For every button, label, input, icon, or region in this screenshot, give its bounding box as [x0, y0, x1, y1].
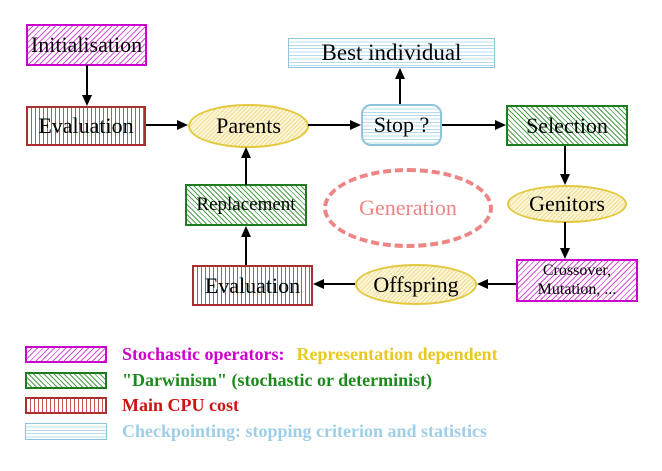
node-parents: Parents [188, 104, 309, 148]
legend-swatch-checkpointing [25, 423, 107, 440]
arrow-evaluation-to-parents [146, 124, 178, 126]
arrow-initialisation-to-evaluation-head [82, 95, 92, 106]
arrow-evaluation-to-parents-head [177, 120, 188, 130]
node-replacement: Replacement [185, 184, 307, 226]
arrow-stop-to-selection-head [495, 120, 506, 130]
node-genitors: Genitors [507, 185, 627, 223]
arrow-selection-to-genitors [564, 146, 566, 175]
arrow-parents-to-stop [308, 124, 350, 126]
arrow-genitors-to-crossover-head [560, 248, 570, 259]
arrow-crossover-to-offspring [488, 283, 516, 285]
legend-row-darwinism: "Darwinism" (stochastic or determinist) [122, 369, 433, 390]
crossover-label-line1: Crossover, [542, 261, 612, 279]
arrow-evaluation-to-replacement-head [241, 226, 251, 237]
legend-swatch-darwinism [25, 372, 107, 389]
legend-row-cpu-cost: Main CPU cost [122, 394, 239, 415]
node-offspring: Offspring [355, 264, 477, 305]
node-generation: Generation [323, 168, 493, 248]
crossover-label-line2: Mutation, ... [537, 280, 617, 298]
arrow-stop-to-best-individual [399, 78, 401, 104]
node-best-individual: Best individual [288, 38, 495, 68]
legend-row-stochastic-operators: Stochastic operators: Representation dep… [122, 343, 498, 364]
legend-label-representation-dependent: Representation dependent [296, 343, 498, 364]
node-stop: Stop ? [361, 104, 442, 146]
arrow-offspring-to-evaluation-head [313, 279, 324, 289]
arrow-crossover-to-offspring-head [477, 279, 488, 289]
node-selection: Selection [506, 105, 628, 146]
legend-swatch-stochastic-operators [25, 346, 107, 363]
arrow-offspring-to-evaluation [324, 283, 355, 285]
node-evaluation-top: Evaluation [26, 106, 146, 146]
legend-row-checkpointing: Checkpointing: stopping criterion and st… [122, 420, 488, 441]
node-crossover-mutation: Crossover, Mutation, ... [516, 259, 638, 302]
arrow-parents-to-stop-head [350, 120, 361, 130]
arrow-replacement-to-parents [245, 157, 247, 185]
arrow-replacement-to-parents-head [241, 147, 251, 158]
arrow-evaluation-to-replacement [245, 236, 247, 265]
node-initialisation: Initialisation [26, 24, 147, 66]
arrow-stop-to-best-individual-head [395, 68, 405, 79]
arrow-selection-to-genitors-head [560, 174, 570, 185]
legend-label-stochastic-operators: Stochastic operators: [122, 343, 285, 364]
arrow-stop-to-selection [442, 124, 495, 126]
arrow-genitors-to-crossover [564, 222, 566, 249]
arrow-initialisation-to-evaluation [86, 65, 88, 96]
node-evaluation-bottom: Evaluation [192, 265, 313, 306]
legend-swatch-cpu-cost [25, 397, 107, 414]
